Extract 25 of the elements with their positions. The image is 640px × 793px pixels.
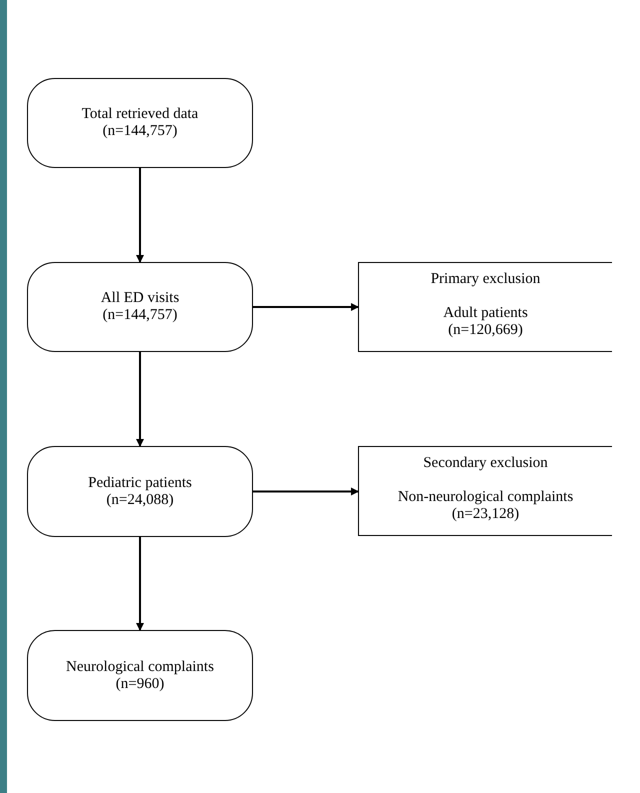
box-text: Adult patients — [443, 305, 528, 322]
rounded-process-box — [27, 78, 253, 168]
box-text: Primary exclusion — [430, 271, 540, 288]
rounded-process-box — [27, 262, 253, 352]
box-text: (n=120,669) — [448, 322, 523, 339]
exclusion-box — [358, 446, 612, 536]
exclusion-box — [358, 262, 612, 352]
box-text: Total retrieved data — [82, 106, 198, 123]
box-text: Pediatric patients — [88, 474, 192, 492]
arrow — [136, 352, 144, 447]
arrow — [136, 168, 144, 263]
box-text: (n=144,757) — [102, 123, 178, 140]
rounded-process-box — [27, 446, 253, 537]
rounded-process-box — [27, 630, 253, 721]
arrow — [136, 537, 144, 631]
arrow — [253, 303, 359, 311]
box-text: Neurological complaints — [66, 658, 214, 676]
box-text: (n=144,757) — [102, 307, 178, 324]
box-text: Non-neurological complaints — [398, 489, 574, 506]
box-text: (n=24,088) — [106, 492, 174, 508]
box-text: (n=23,128) — [452, 506, 520, 523]
box-text: (n=960) — [116, 676, 164, 692]
arrow — [253, 488, 359, 496]
box-text: Secondary exclusion — [423, 455, 548, 472]
box-text: All ED visits — [100, 290, 180, 307]
